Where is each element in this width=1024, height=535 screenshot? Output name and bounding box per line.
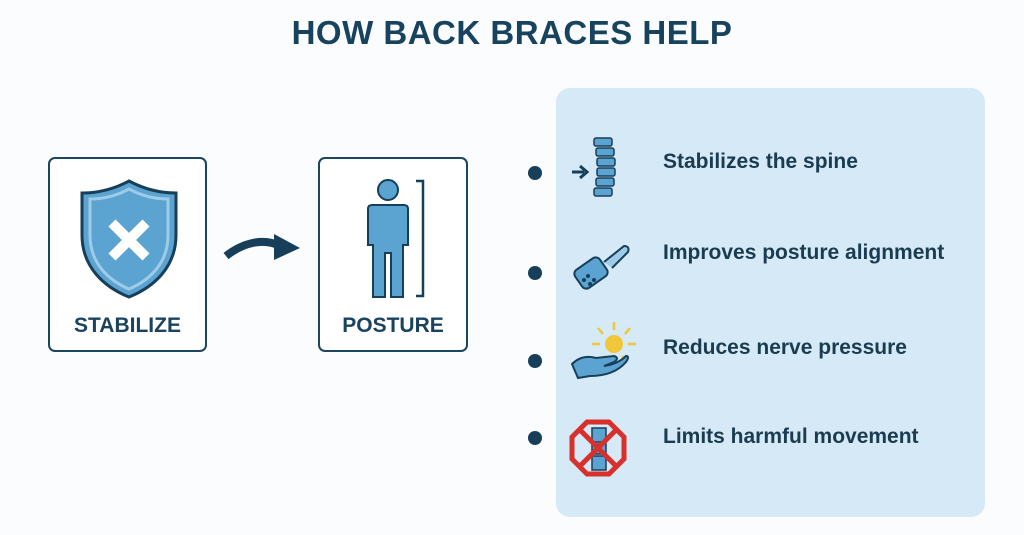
spine-icon (572, 137, 616, 197)
posture-label: POSTURE (342, 314, 444, 337)
benefits-panel (556, 88, 985, 517)
bullet (528, 166, 542, 180)
stabilize-label: STABILIZE (74, 314, 181, 337)
stabilize-card: STABILIZE (48, 157, 207, 352)
bullet (528, 266, 542, 280)
benefit-text: Improves posture alignment (663, 241, 945, 264)
hand-relief-icon (570, 322, 636, 380)
benefit-text: Limits harmful movement (663, 425, 919, 448)
bullet (528, 354, 542, 368)
no-movement-icon (569, 419, 627, 477)
posture-card: POSTURE (318, 157, 468, 352)
shield-x-icon (80, 179, 178, 299)
arrow-icon (223, 234, 300, 260)
benefit-text: Reduces nerve pressure (663, 336, 907, 359)
benefit-text: Stabilizes the spine (663, 150, 858, 173)
person-posture-icon (367, 179, 425, 298)
bullet (528, 431, 542, 445)
brace-icon (573, 244, 630, 290)
page-title: HOW BACK BRACES HELP (291, 14, 733, 51)
